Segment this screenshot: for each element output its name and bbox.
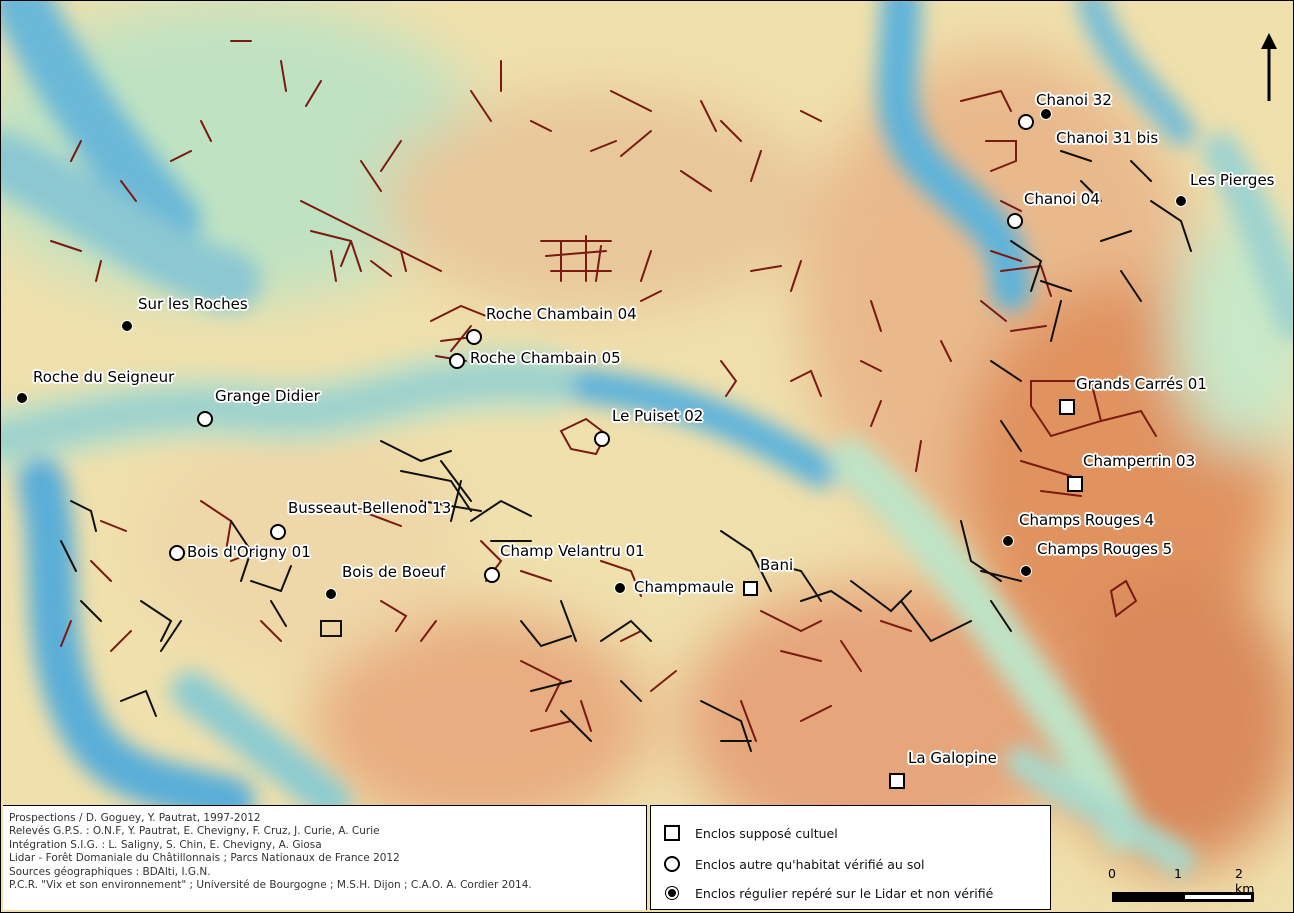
site-marker-circle xyxy=(1018,114,1034,130)
site-label: Champs Rouges 4 xyxy=(1019,511,1155,529)
scale-bar: 0 1 2 km xyxy=(1108,866,1260,906)
site-label: Busseaut-Bellenod 13 xyxy=(288,499,452,517)
site-label: Les Pierges xyxy=(1190,171,1275,189)
site-label: Roche Chambain 04 xyxy=(486,305,637,323)
site-label: Chanoi 32 xyxy=(1036,91,1112,109)
site-label: Champs Rouges 5 xyxy=(1037,540,1173,558)
site-marker-circle xyxy=(1007,213,1023,229)
site-marker-dot xyxy=(614,582,626,594)
credit-line: Prospections / D. Goguey, Y. Pautrat, 19… xyxy=(9,812,261,824)
site-label: Chanoi 04 xyxy=(1024,190,1100,208)
site-marker-circle xyxy=(449,353,465,369)
site-label: La Galopine xyxy=(908,749,997,767)
site-marker-circle xyxy=(169,545,185,561)
site-marker-dot xyxy=(1002,535,1014,547)
site-marker-dot xyxy=(1040,108,1052,120)
legend-label: Enclos autre qu'habitat vérifié au sol xyxy=(695,856,925,872)
lidar-features-red xyxy=(50,40,1157,742)
site-label: Grands Carrés 01 xyxy=(1076,375,1207,393)
site-marker-dot xyxy=(325,588,337,600)
scale-tick-label: 1 xyxy=(1174,866,1182,881)
north-arrow-icon xyxy=(1261,33,1277,101)
site-marker-circle xyxy=(197,411,213,427)
site-label: Bois d'Origny 01 xyxy=(187,543,311,561)
credit-line: Relevés G.P.S. : O.N.F, Y. Pautrat, E. C… xyxy=(9,825,380,838)
site-marker-dot xyxy=(1020,565,1032,577)
legend-item: Enclos régulier repéré sur le Lidar et n… xyxy=(661,883,993,903)
site-marker-dot xyxy=(1175,195,1187,207)
site-marker-circle xyxy=(484,567,500,583)
legend-label: Enclos régulier repéré sur le Lidar et n… xyxy=(695,885,994,901)
scale-tick-label: 0 xyxy=(1108,866,1116,881)
site-label: Sur les Roches xyxy=(138,295,248,313)
site-label: Roche du Seigneur xyxy=(33,368,175,386)
site-label: Bois de Boeuf xyxy=(342,563,446,581)
site-marker-circle xyxy=(270,524,286,540)
legend-item: Enclos supposé cultuel xyxy=(661,823,838,843)
site-label: Champmaule xyxy=(634,578,735,596)
credit-line: Lidar - Forêt Domaniale du Châtillonnais… xyxy=(9,852,400,865)
site-marker-circle xyxy=(466,329,482,345)
credit-line: P.C.R. "Vix et son environnement" ; Univ… xyxy=(9,879,532,892)
site-label: Bani xyxy=(760,556,794,574)
site-label: Grange Didier xyxy=(215,387,320,405)
site-marker-square xyxy=(1059,399,1075,415)
site-label: Roche Chambain 05 xyxy=(470,349,621,367)
site-marker-square xyxy=(1067,476,1083,492)
site-label: Champ Velantru 01 xyxy=(500,542,645,560)
site-marker-dot xyxy=(16,392,28,404)
credit-line: Intégration S.I.G. : L. Saligny, S. Chin… xyxy=(9,838,322,851)
legend-item: Enclos autre qu'habitat vérifié au sol xyxy=(661,854,924,874)
site-label: Le Puiset 02 xyxy=(612,407,704,425)
site-marker-square xyxy=(889,773,905,789)
circle-symbol-icon xyxy=(661,856,683,872)
site-marker-circle xyxy=(594,431,610,447)
scale-bar-graphic xyxy=(1112,892,1254,902)
site-label: Chanoi 31 bis xyxy=(1056,129,1159,147)
lidar-features-black xyxy=(60,150,1192,752)
site-marker-square xyxy=(743,581,758,596)
credits-panel: Prospections / D. Goguey, Y. Pautrat, 19… xyxy=(3,805,647,910)
credit-line: Sources géographiques : BDAlti, I.G.N. xyxy=(9,865,211,878)
dot-symbol-icon xyxy=(661,887,683,899)
site-marker-dot xyxy=(121,320,133,332)
site-label: Champerrin 03 xyxy=(1083,452,1196,470)
legend-panel: Enclos supposé cultuel Enclos autre qu'h… xyxy=(650,805,1051,910)
square-symbol-icon xyxy=(661,825,683,841)
legend-label: Enclos supposé cultuel xyxy=(695,825,838,841)
